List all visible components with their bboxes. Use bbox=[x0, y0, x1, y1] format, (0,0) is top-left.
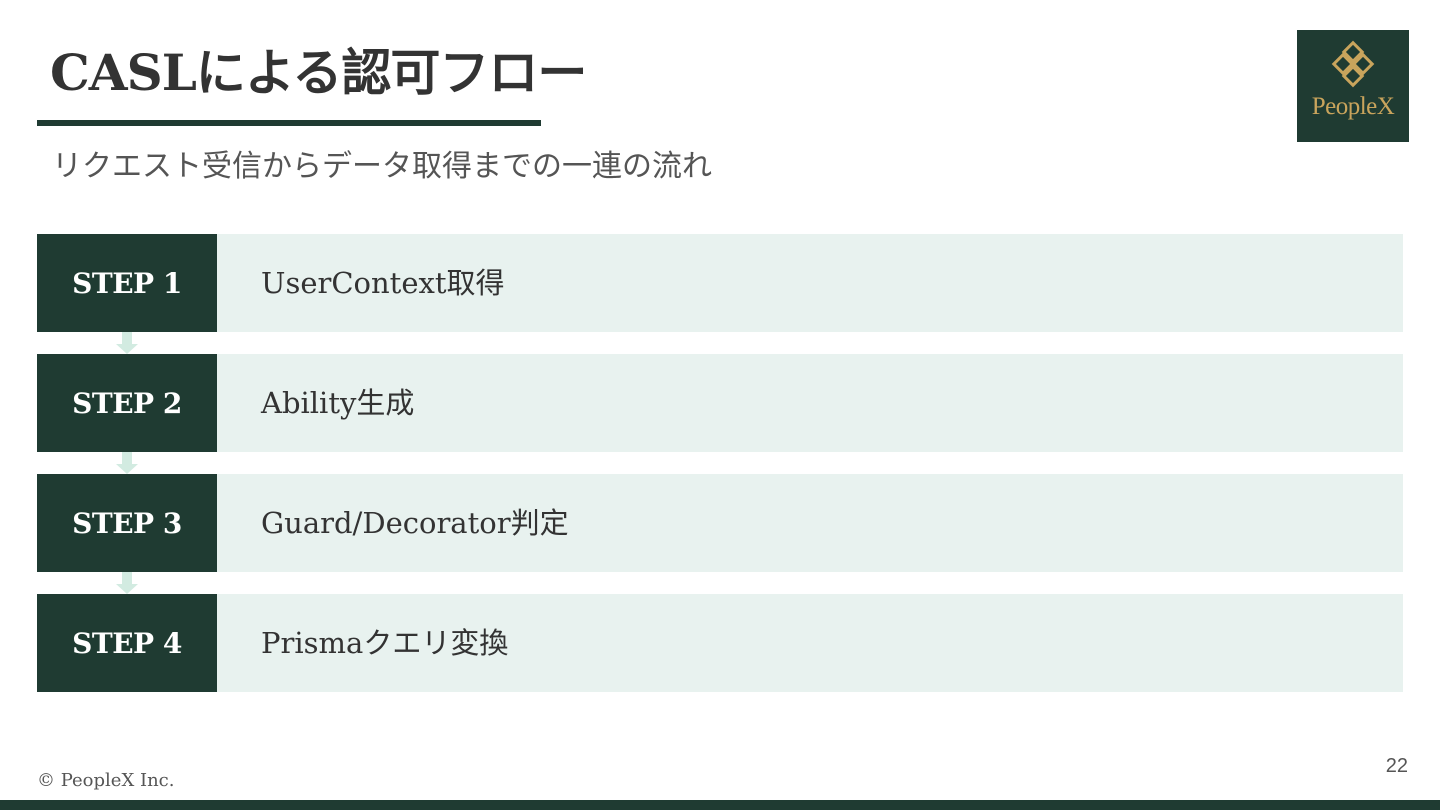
step-label: STEP 4 bbox=[37, 594, 217, 692]
step-text: Guard/Decorator判定 bbox=[261, 506, 569, 540]
step-label: STEP 1 bbox=[37, 234, 217, 332]
step-label: STEP 2 bbox=[37, 354, 217, 452]
step-row-3: STEP 3 Guard/Decorator判定 bbox=[37, 474, 1403, 572]
step-text: Ability生成 bbox=[261, 386, 415, 420]
copyright-notice: © PeopleX Inc. bbox=[37, 770, 175, 791]
step-row-1: STEP 1 UserContext取得 bbox=[37, 234, 1403, 332]
step-row-2: STEP 2 Ability生成 bbox=[37, 354, 1403, 452]
down-arrow-icon bbox=[116, 572, 138, 594]
diamond-lattice-icon bbox=[1331, 40, 1375, 88]
step-text: Prismaクエリ変換 bbox=[261, 626, 509, 660]
step-label: STEP 3 bbox=[37, 474, 217, 572]
slide-subtitle: リクエスト受信からデータ取得までの一連の流れ bbox=[52, 149, 712, 184]
slide-title: CASLによる認可フロー bbox=[50, 43, 587, 102]
down-arrow-icon bbox=[116, 452, 138, 474]
page-number: 22 bbox=[1385, 755, 1408, 777]
title-underline bbox=[37, 120, 541, 126]
peoplex-logo: PeopleX bbox=[1297, 30, 1409, 142]
step-row-4: STEP 4 Prismaクエリ変換 bbox=[37, 594, 1403, 692]
logo-wordmark: PeopleX bbox=[1311, 93, 1395, 120]
down-arrow-icon bbox=[116, 332, 138, 354]
footer-bar bbox=[0, 800, 1440, 810]
step-text: UserContext取得 bbox=[261, 266, 505, 300]
